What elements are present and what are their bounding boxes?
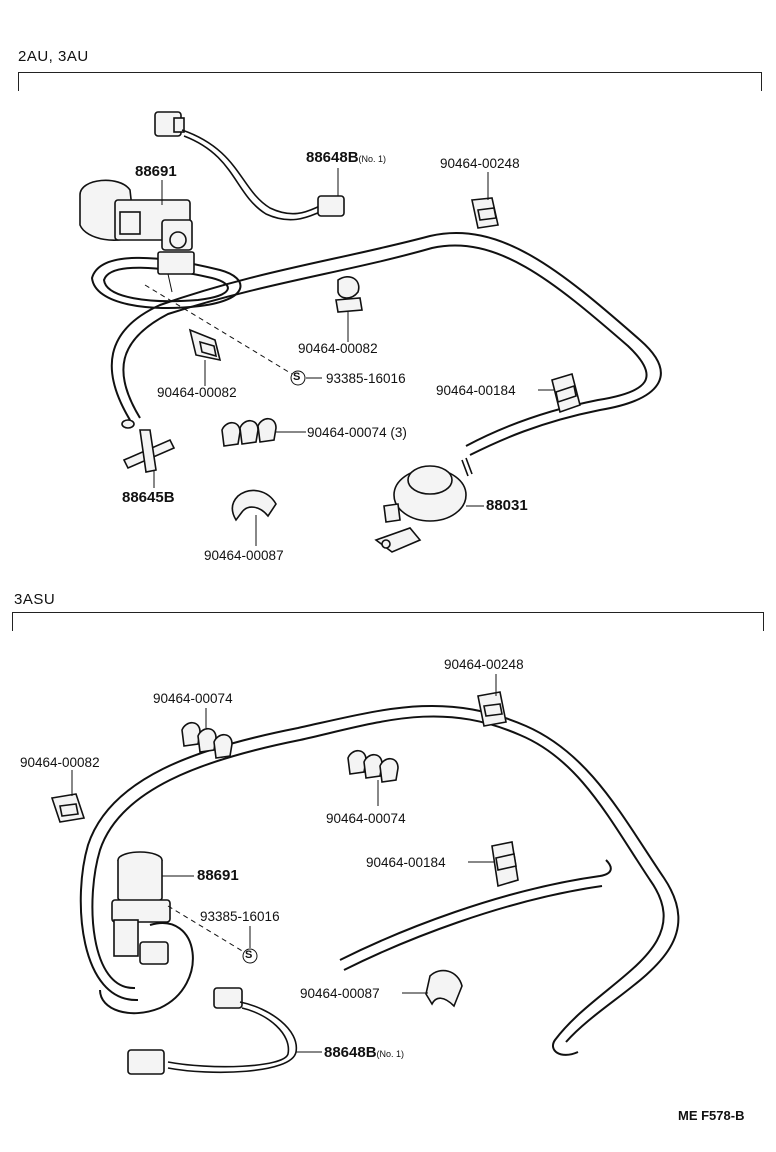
- section-bracket-bottom: [12, 612, 764, 631]
- wire-note-bottom: (No. 1): [376, 1049, 405, 1059]
- clip-90464-00082-bottom: [50, 793, 86, 823]
- label-valve-88031: 88031: [486, 497, 528, 514]
- label-clip-90464-00074-bottom-b: 90464-00074: [326, 811, 406, 826]
- label-tee-88645b: 88645B: [122, 489, 175, 506]
- section-title-bottom: 3ASU: [14, 591, 56, 608]
- label-screw-93385-16016-bottom: 93385-16016: [200, 909, 280, 924]
- screw-symbol-bottom: [242, 948, 258, 964]
- tee-88645b: [121, 419, 176, 473]
- label-wire-88648b-bottom: 88648B(No. 1): [324, 1045, 404, 1060]
- label-screw-93385-16016-top: 93385-16016: [326, 371, 406, 386]
- screw-leader-bottom: [167, 905, 245, 953]
- clip-90464-00074-bottom-a: [181, 721, 233, 759]
- vsv-88691-bottom: [111, 851, 171, 965]
- vacuum-hose-bottom: [79, 705, 680, 1056]
- valve-88031: [374, 457, 473, 553]
- clip-90464-00082-b: [188, 328, 222, 362]
- label-clip-90464-00248-bottom: 90464-00248: [444, 657, 524, 672]
- section-title-top: 2AU, 3AU: [18, 48, 89, 65]
- label-vsv-88691-top: 88691: [135, 163, 177, 180]
- label-clip-90464-00082-bottom: 90464-00082: [20, 755, 100, 770]
- vacuum-hose-top: [90, 232, 662, 456]
- clip-90464-00087-bottom: [425, 969, 463, 1008]
- clip-074-number: 90464-00074: [307, 425, 387, 440]
- leader-lines-top: [153, 168, 554, 546]
- screw-symbol-text-bottom: S: [245, 949, 253, 961]
- screw-symbol-top: [290, 370, 306, 386]
- wire-note: (No. 1): [358, 154, 387, 164]
- wire-88648b-bottom: [127, 987, 298, 1075]
- wire-88648b-top: [154, 111, 345, 221]
- label-clip-90464-00087-top: 90464-00087: [204, 548, 284, 563]
- clip-074-qty: (3): [390, 425, 407, 440]
- screw-symbol-text-top: S: [293, 371, 301, 383]
- label-clip-90464-00248-top: 90464-00248: [440, 156, 520, 171]
- label-clip-90464-00184-bottom: 90464-00184: [366, 855, 446, 870]
- label-clip-90464-00074-bottom-a: 90464-00074: [153, 691, 233, 706]
- clip-90464-00074-bottom-b: [347, 749, 399, 783]
- clip-90464-00248-bottom: [477, 691, 507, 727]
- clip-90464-00184-top: [551, 372, 581, 414]
- label-clip-90464-00087-bottom: 90464-00087: [300, 986, 380, 1001]
- wire-part-number: 88648B: [306, 149, 359, 166]
- label-clip-90464-00184-top: 90464-00184: [436, 383, 516, 398]
- diagram-code: ME F578-B: [678, 1108, 745, 1123]
- leader-lines-bottom: [71, 674, 497, 1053]
- label-vsv-88691-bottom: 88691: [197, 867, 239, 884]
- label-clip-90464-00082-b: 90464-00082: [157, 385, 237, 400]
- clip-90464-00184-bottom: [491, 841, 519, 888]
- label-wire-88648b-top: 88648B(No. 1): [306, 150, 386, 165]
- wire-part-number-bottom: 88648B: [324, 1044, 377, 1061]
- clip-90464-00248-top: [471, 197, 499, 229]
- section-bracket-top: [18, 72, 762, 91]
- clip-90464-00082-a: [335, 276, 363, 313]
- screw-leader-top: [144, 284, 293, 375]
- clip-90464-00087-top: [231, 489, 277, 522]
- clip-90464-00074-top: [221, 417, 277, 447]
- label-clip-90464-00082-a: 90464-00082: [298, 341, 378, 356]
- vsv-88691-top: [79, 179, 195, 293]
- label-clip-90464-00074-top: 90464-00074 (3): [307, 426, 407, 440]
